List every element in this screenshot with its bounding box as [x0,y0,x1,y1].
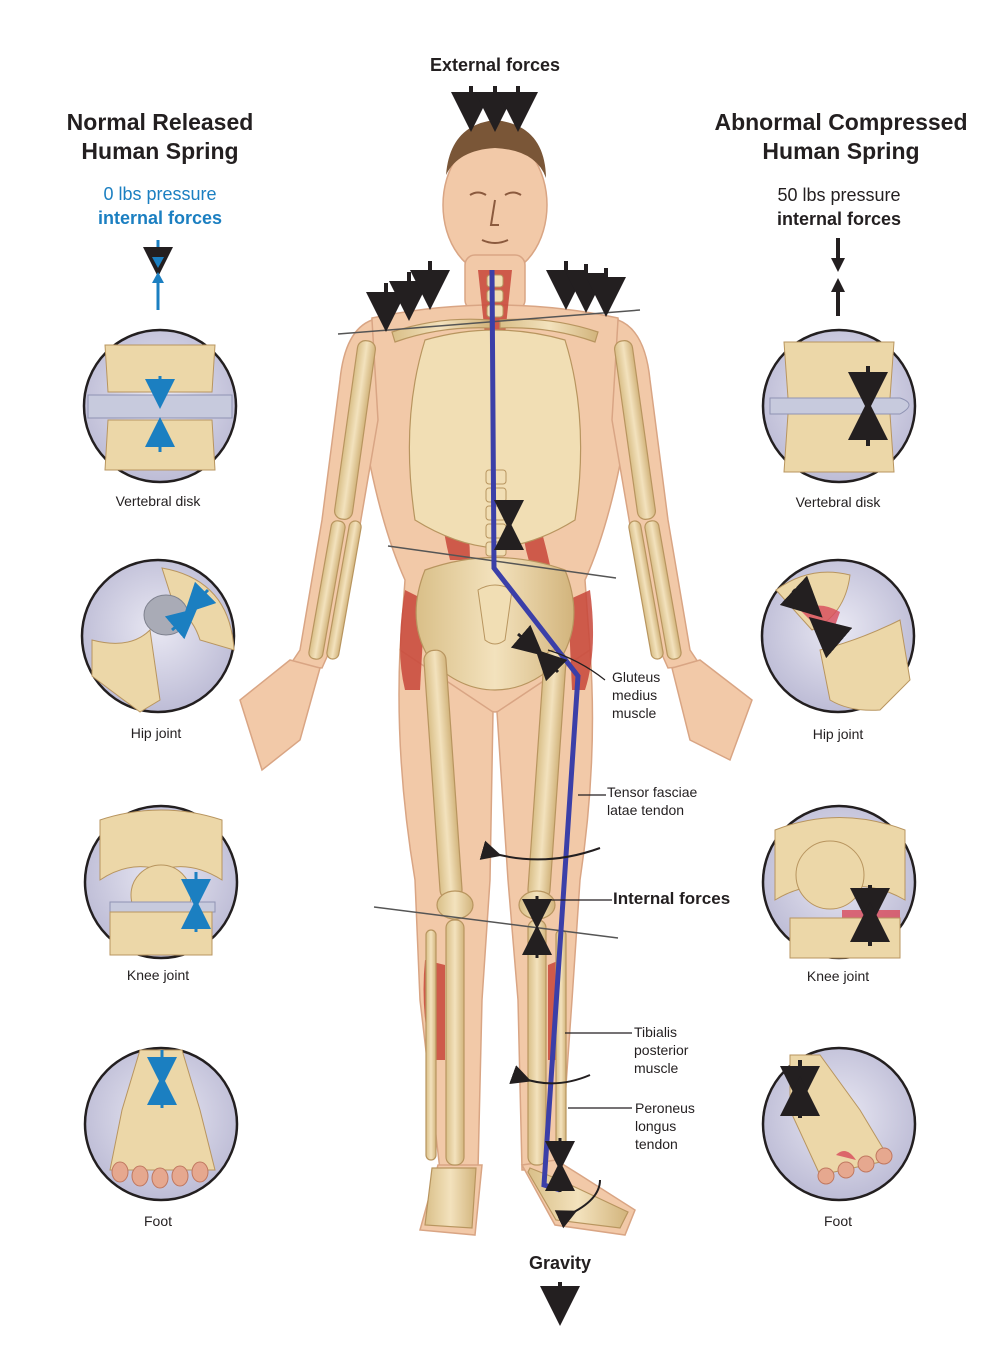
callout-gluteus-line2: medius [612,687,658,703]
gravity-label: Gravity [528,1253,592,1273]
face [469,191,522,244]
right-caption-vertebral-disk: Vertebral disk [795,494,881,510]
right-pressure-value: 50 lbs pressure [777,185,901,205]
right-caption-hip-joint: Hip joint [812,726,864,742]
right-caption-knee-joint: Knee joint [806,968,870,984]
right-caption-foot: Foot [823,1213,852,1229]
callout-tibialis-line3: muscle [634,1060,679,1076]
left-caption-knee-joint: Knee joint [126,967,190,983]
callout-leaders [547,649,632,1109]
inset-left-hip-joint [80,558,236,714]
inset-right-knee-joint [761,804,917,960]
hair [446,120,546,178]
callout-tensor-line2: latae tendon [607,802,685,818]
callout-peroneus-line3: tendon [635,1136,678,1152]
callout-tensor-line1: Tensor fasciae [607,784,698,800]
callout-peroneus-line1: Peroneus [635,1100,695,1116]
right-title-line1: Abnormal Compressed [714,109,968,135]
right-forces-label: internal forces [776,209,902,229]
external-force-arrows [366,86,626,332]
callout-peroneus-line2: longus [635,1118,677,1134]
callout-gluteus-line1: Gluteus [612,669,661,685]
right-title-line2: Human Spring [762,138,920,164]
inset-right-hip-joint [760,558,916,714]
callout-peroneus-longus: Peroneus longus tendon [635,1099,695,1153]
left-panel-title: Normal Released Human Spring [40,108,280,166]
callout-tibialis-posterior: Tibialis posterior muscle [634,1023,688,1077]
left-caption-hip-joint: Hip joint [130,725,182,741]
callout-tibialis-line2: posterior [634,1042,689,1058]
callout-internal-forces: Internal forces [613,889,731,908]
callout-gluteus-line3: muscle [612,705,657,721]
left-forces-label: internal forces [97,208,223,228]
callout-gluteus-medius: Gluteus medius muscle [612,668,660,722]
external-forces-label: External forces [429,55,561,75]
right-panel-title: Abnormal Compressed Human Spring [700,108,982,166]
left-pressure-block: 0 lbs pressure internal forces [40,182,280,230]
inset-left-foot [83,1046,239,1202]
rotation-arcs [479,840,601,1229]
left-caption-foot: Foot [143,1213,172,1229]
left-title-line1: Normal Released [66,109,254,135]
left-caption-vertebral-disk: Vertebral disk [115,493,201,509]
left-pressure-value: 0 lbs pressure [103,184,217,204]
left-title-line2: Human Spring [81,138,239,164]
inset-left-knee-joint [83,804,239,960]
callout-tibialis-line1: Tibialis [634,1024,678,1040]
right-pressure-block: 50 lbs pressure internal forces [719,183,959,231]
figure-force-arrows [494,500,575,1192]
inset-right-foot [761,1046,917,1202]
right-pressure-arrows [831,238,845,316]
inset-right-vertebral-disk [761,328,917,484]
callout-tensor-fasciae: Tensor fasciae latae tendon [607,783,697,819]
inset-left-vertebral-disk [82,328,238,484]
human-figure [239,120,753,1236]
left-pressure-arrows [143,240,173,310]
